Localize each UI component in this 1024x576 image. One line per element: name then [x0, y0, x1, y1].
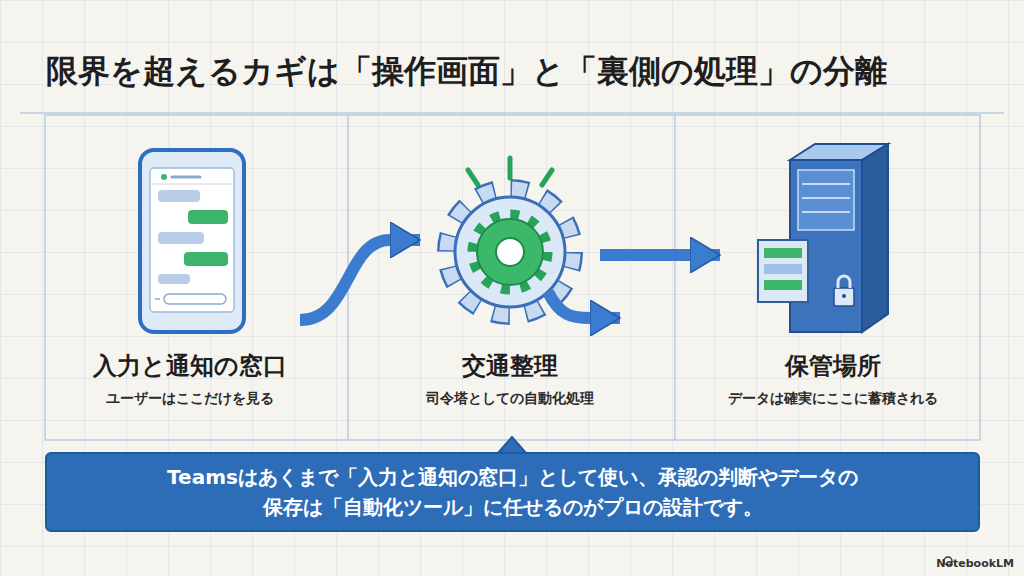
flow-arrow — [600, 249, 720, 261]
flow-arrow — [300, 240, 420, 320]
column-subtitle: 司令塔としての自動化処理 — [426, 390, 594, 408]
column-heading: 交通整理 — [462, 350, 558, 382]
column-heading: 入力と通知の窓口 — [93, 350, 287, 382]
phone-icon — [140, 150, 244, 332]
panel-frame — [45, 115, 980, 440]
column-node: 保管場所データは確実にここに蓄積される — [720, 140, 945, 420]
panel-divider — [674, 115, 676, 440]
column-subtitle: ユーザーはここだけを見る — [106, 390, 274, 408]
server-icon — [758, 144, 888, 332]
callout-pointer — [498, 437, 526, 453]
callout-box: Teamsはあくまで「入力と通知の窓口」として使い、承認の判断やデータの保存は「… — [45, 452, 980, 532]
column-node: 入力と通知の窓口ユーザーはここだけを見る — [80, 140, 300, 420]
panel-divider — [347, 115, 349, 440]
frame-line — [20, 112, 1004, 114]
branch-arrow — [548, 292, 620, 318]
column-subtitle: データは確実にここに蓄積される — [728, 390, 938, 408]
diagram-title: 限界を超えるカギは「操作画面」と「裏側の処理」の分離 — [46, 50, 887, 94]
column-node: 交通整理司令塔としての自動化処理 — [420, 140, 600, 420]
watermark: NotebookLM — [936, 557, 1014, 570]
callout-text: Teamsはあくまで「入力と通知の窓口」として使い、承認の判断やデータの保存は「… — [163, 462, 863, 522]
column-heading: 保管場所 — [785, 350, 881, 382]
